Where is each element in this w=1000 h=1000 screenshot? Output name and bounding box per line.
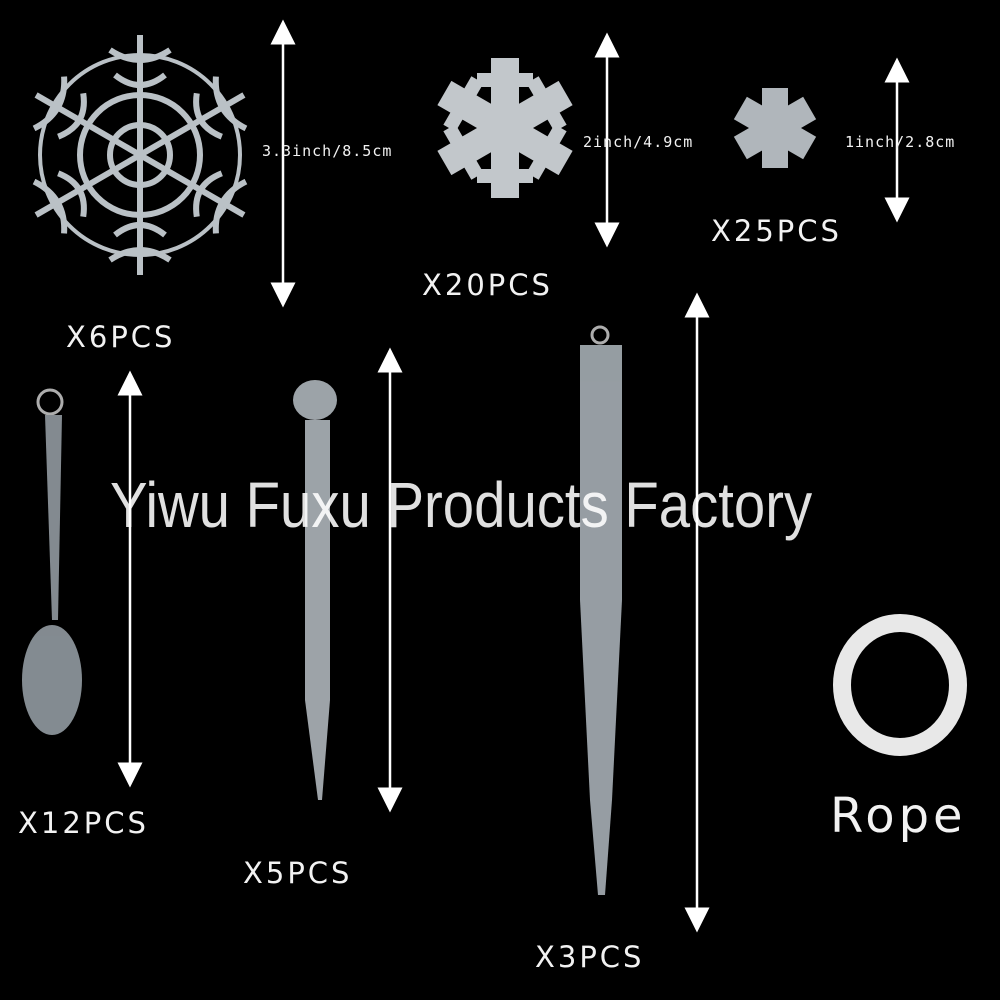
small-snowflake-ornament [733, 88, 817, 168]
qty-medium-snowflake: X20PCS [422, 268, 553, 302]
size-large-snowflake: 3.3inch/8.5cm [262, 142, 393, 160]
watermark: Yiwu Fuxu Products Factory [110, 469, 813, 541]
qty-twisted-icicle: X5PCS [243, 856, 353, 890]
spoon-drop-ornament [22, 388, 82, 735]
large-snowflake-ornament [21, 35, 259, 275]
size-medium-snowflake: 2inch/4.9cm [583, 133, 694, 151]
long-icicle-ornament [580, 325, 622, 895]
size-small-snowflake: 1inch/2.8cm [845, 133, 956, 151]
twisted-icicle-ornament [293, 380, 337, 800]
dimension-arrows [117, 19, 910, 933]
qty-large-snowflake: X6PCS [66, 320, 176, 354]
qty-small-snowflake: X25PCS [711, 214, 842, 248]
qty-long-icicle: X3PCS [535, 940, 645, 974]
qty-spoon-drop: X12PCS [18, 806, 149, 840]
medium-snowflake-ornament [430, 58, 580, 198]
rope-label: Rope [830, 788, 967, 844]
rope-coil [833, 614, 967, 756]
